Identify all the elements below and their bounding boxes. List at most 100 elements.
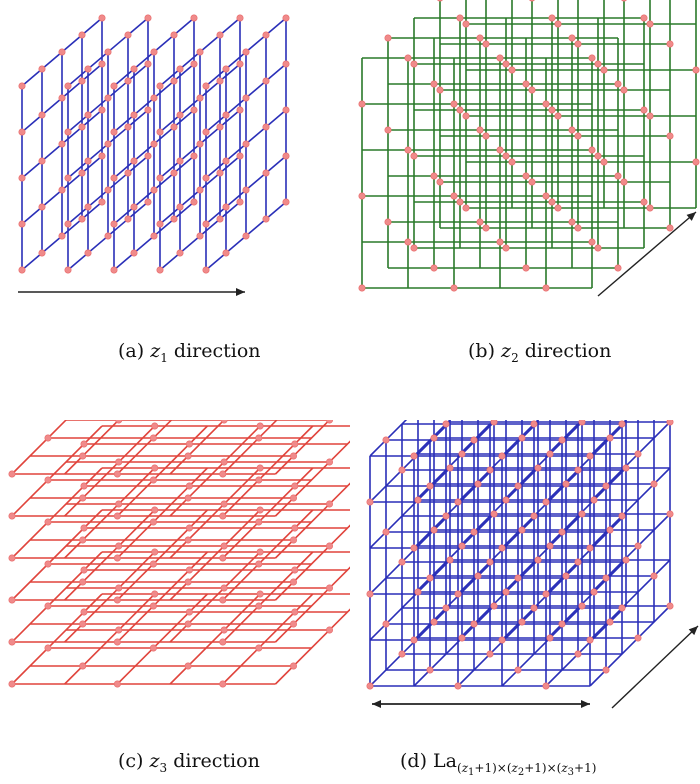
lattice-node [554,112,562,120]
lattice-node [104,232,112,240]
lattice-node [384,126,392,134]
lattice-z-line [413,420,452,457]
lattice-node [196,48,204,56]
lattice-node [291,608,299,616]
lattice-node [236,152,244,160]
lattice-node [502,496,510,504]
lattice-node [502,152,510,160]
slice-depth-line [116,593,208,685]
lattice-node [104,94,112,102]
caption-a-tag: (a) [118,340,145,362]
lattice-node [176,65,184,73]
lattice-node [358,284,366,292]
lattice-node [568,126,576,134]
lattice-node [190,152,198,160]
lattice-node [144,106,152,114]
lattice-node [220,626,228,634]
lattice-node [219,638,227,646]
lattice-node [98,60,106,68]
lattice-node [156,174,164,182]
lattice-node [236,106,244,114]
lattice-node [646,20,654,28]
lattice-node [110,82,118,90]
lattice-node [185,524,193,532]
lattice-node [606,526,614,534]
lattice-node [84,65,92,73]
slice-depth-line [11,551,103,643]
lattice-node [282,14,290,22]
lattice-node [450,192,458,200]
lattice-node [236,198,244,206]
lattice-node [150,48,158,56]
lattice-node [588,238,596,246]
lattice-node [498,636,506,644]
lattice-node [474,572,482,580]
lattice-node [149,434,157,442]
lattice-node [476,126,484,134]
lattice-node [18,82,26,90]
lattice-node [382,620,390,628]
lattice-node [150,140,158,148]
lattice-node [646,204,654,212]
lattice-node [496,54,504,62]
lattice-node [78,31,86,39]
lattice-node [456,14,464,22]
lattice-node [692,158,700,166]
lattice-node [490,420,498,426]
lattice-node [430,618,438,626]
lattice-node [113,596,121,604]
lattice-node [404,146,412,154]
lattice-node [496,238,504,246]
lattice-node [104,48,112,56]
depth-arrow-head [688,626,698,636]
panel-c-z3-direction [0,420,350,710]
lattice-node [256,464,264,472]
lattice-node [414,588,422,596]
lattice-node [614,80,622,88]
lattice-node [38,203,46,211]
slice-depth-line [116,420,173,475]
lattice-node [219,680,227,688]
lattice-node [291,482,299,490]
lattice-node [84,249,92,257]
lattice-node [18,174,26,182]
slice-depth-line [64,467,156,559]
lattice-node [514,574,522,582]
lattice-node [220,420,228,424]
lattice-node [58,186,66,194]
lattice-z-line [457,467,539,549]
panel-d-full-lattice [350,420,700,710]
panel-a-z1-direction [0,0,350,310]
lattice-z-line [545,467,627,549]
lattice-node [289,494,297,502]
lattice-node [8,680,16,688]
lattice-node [190,60,198,68]
lattice-node [426,482,434,490]
slice-depth-line [222,420,278,475]
slice-depth-line [64,509,156,601]
caption-d: (d) La(z1+1)×(z2+1)×(z3+1) [400,750,596,778]
lattice-node [282,60,290,68]
lattice-z-line [413,421,495,503]
lattice-node [382,436,390,444]
lattice-node [446,556,454,564]
lattice-node [78,215,86,223]
lattice-node [410,544,418,552]
lattice-node [170,169,178,177]
lattice-node [216,169,224,177]
lattice-node [384,34,392,42]
lattice-node [430,80,438,88]
lattice-node [202,220,210,228]
lattice-node [184,662,192,670]
lattice-node [588,54,596,62]
lattice-z-line [589,513,671,595]
lattice-node [522,80,530,88]
caption-b-tag: (b) [468,340,495,362]
lattice-node [634,450,642,458]
lattice-node [110,220,118,228]
lattice-node [222,157,230,165]
slice-depth-line [169,593,261,685]
lattice-node [666,224,674,232]
slice-depth-line [11,593,103,685]
lattice-node [289,662,297,670]
